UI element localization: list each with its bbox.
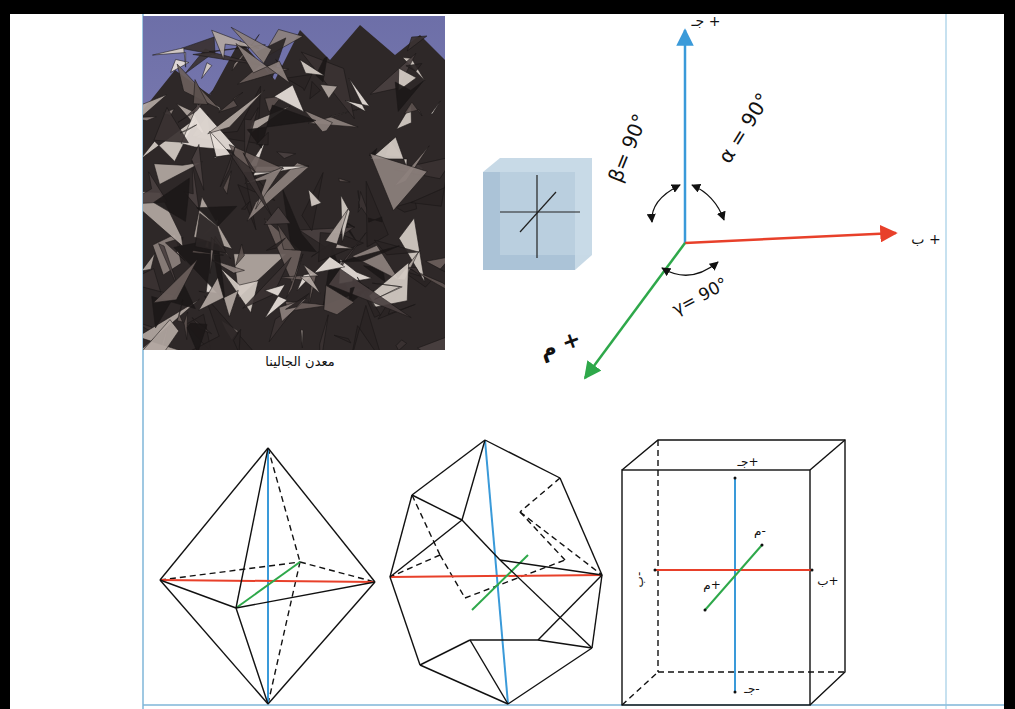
axis-label: م+ bbox=[703, 579, 721, 592]
galena-photo bbox=[116, 16, 475, 381]
axis-label: ب + bbox=[911, 232, 940, 247]
photo-caption: معدن الجالينا bbox=[265, 355, 334, 369]
octahedron bbox=[160, 448, 375, 704]
cube bbox=[622, 440, 845, 705]
angle-label: β= 90° bbox=[604, 111, 651, 185]
small-cube bbox=[483, 158, 592, 270]
axis-label: ب+ bbox=[817, 575, 838, 588]
axis-label: جـ+ bbox=[738, 456, 759, 469]
dodecahedron bbox=[390, 440, 602, 704]
axis-label: جـ + bbox=[692, 14, 721, 29]
axis-label: م- bbox=[754, 525, 766, 538]
axis-label: ب- bbox=[633, 572, 646, 588]
angle-label: γ= 90° bbox=[669, 274, 731, 319]
axes bbox=[585, 30, 896, 378]
axis-label: م + bbox=[536, 326, 584, 363]
angle-label: α = 90° bbox=[714, 89, 774, 167]
axis-label: جـ- bbox=[744, 683, 759, 696]
